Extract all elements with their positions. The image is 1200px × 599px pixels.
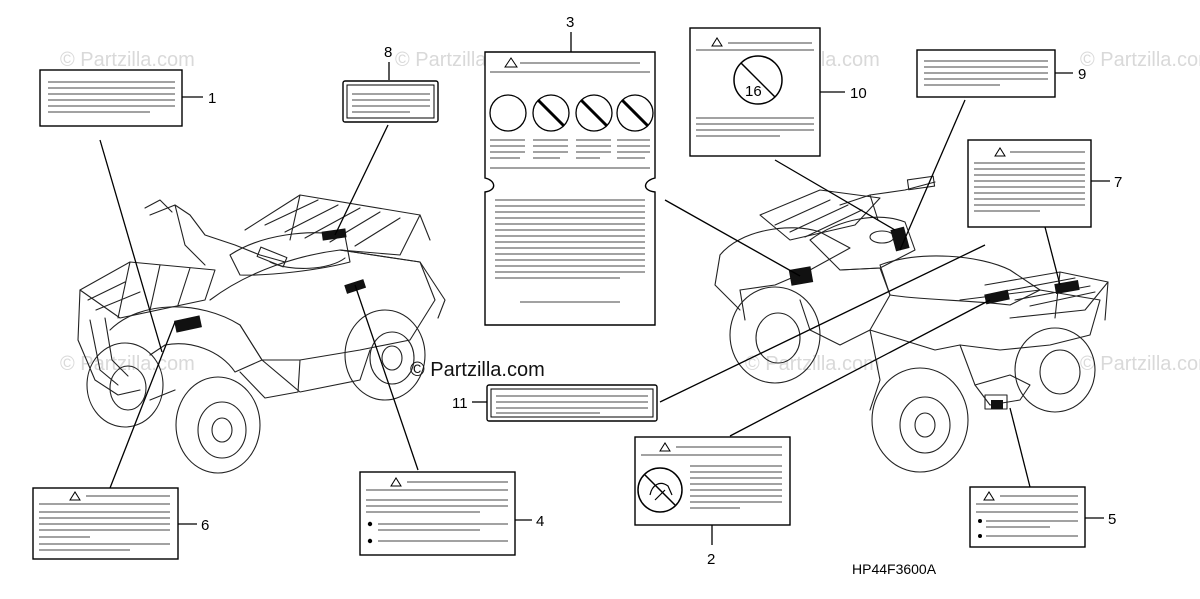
callout-6: 6 (201, 517, 209, 534)
watermark: © Partzilla.com (1080, 49, 1200, 71)
label-9[interactable]: 9 (916, 49, 1086, 98)
callout-1: 1 (208, 90, 216, 107)
watermark: © Partzilla.com (60, 353, 195, 375)
callout-4: 4 (536, 513, 544, 530)
callout-9: 9 (1078, 66, 1086, 83)
decal-right-rack (1054, 279, 1080, 295)
atv-left (77, 194, 446, 474)
center-watermark-group: © Partzilla.com (410, 359, 545, 381)
label-4[interactable]: 4 (359, 471, 544, 556)
label-2[interactable]: 2 (634, 436, 791, 568)
callout-8: 8 (384, 44, 392, 61)
decal-left-tank (321, 228, 347, 241)
center-watermark: © Partzilla.com (410, 359, 545, 381)
leader-lines (99, 99, 1061, 489)
label-11[interactable]: 11 (452, 384, 658, 422)
label-7[interactable]: 7 (967, 139, 1122, 228)
decal-right-hitch (991, 400, 1003, 409)
label-5[interactable]: 5 (969, 486, 1116, 548)
watermark: © Partzilla.com (60, 49, 195, 71)
atv-right (714, 175, 1109, 473)
watermark: © Partzilla.com (1080, 353, 1200, 375)
callout-5: 5 (1108, 511, 1116, 528)
label-6[interactable]: 6 (32, 487, 209, 560)
part-code: HP44F3600A (852, 561, 937, 577)
callout-2: 2 (707, 551, 715, 568)
callout-10: 10 (850, 85, 867, 102)
label-8[interactable]: 8 (342, 44, 439, 123)
callout-11: 11 (452, 395, 468, 412)
no-under-16-sign-text: 16 (745, 83, 762, 100)
label-10[interactable]: 16 10 (689, 27, 867, 157)
label-1[interactable]: 1 (39, 69, 216, 127)
decal-right-fender (788, 266, 814, 286)
label-3[interactable]: 3 (484, 14, 656, 326)
decal-right-tank (890, 226, 910, 252)
decal-left-front (174, 315, 202, 333)
callout-7: 7 (1114, 174, 1122, 191)
callout-3: 3 (566, 14, 574, 31)
watermark: © Partzilla.com (745, 353, 880, 375)
decal-right-seat (984, 289, 1010, 305)
